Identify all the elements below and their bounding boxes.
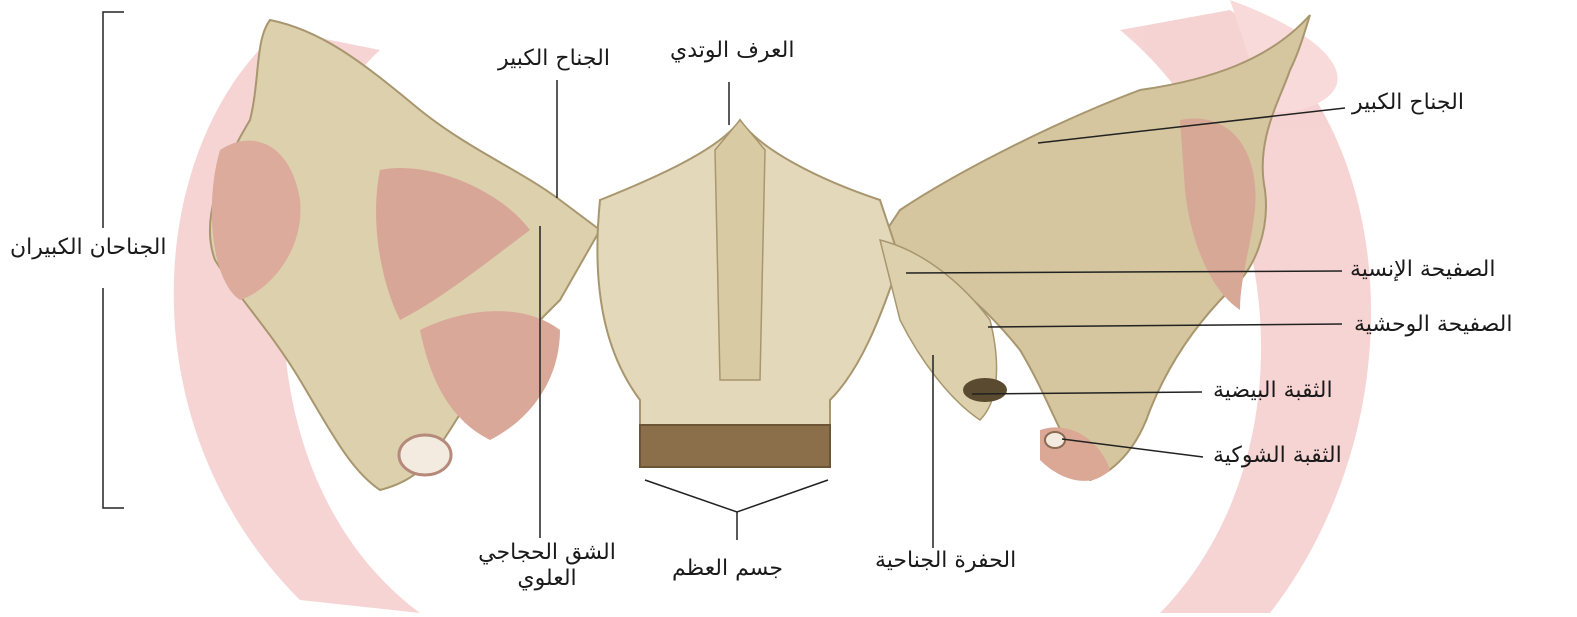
label-medial-plate: الصفيحة الإنسية bbox=[1350, 257, 1496, 283]
label-foramen-spinosum: الثقبة الشوكية bbox=[1213, 443, 1342, 469]
label-orbital-fissure-line1: الشق الحجاجي bbox=[478, 540, 616, 566]
label-sphenoid-crest: العرف الوتدي bbox=[670, 38, 794, 64]
label-greater-wing-left: الجناح الكبير bbox=[498, 46, 610, 72]
bone-body-bracket bbox=[645, 480, 828, 540]
sphenoid-bone-illustration bbox=[210, 15, 1310, 490]
label-pterygoid-fossa: الحفرة الجناحية bbox=[875, 548, 1016, 574]
label-greater-wing-right: الجناح الكبير bbox=[1352, 90, 1464, 116]
label-orbital-fissure: الشق الحجاجي العلوي bbox=[478, 540, 616, 593]
label-greater-wings: الجناحان الكبيران bbox=[10, 235, 166, 261]
label-lateral-plate: الصفيحة الوحشية bbox=[1354, 312, 1513, 338]
label-orbital-fissure-line2: العلوي bbox=[478, 566, 616, 592]
label-bone-body: جسم العظم bbox=[672, 556, 783, 582]
label-foramen-ovale: الثقبة البيضية bbox=[1213, 378, 1333, 404]
